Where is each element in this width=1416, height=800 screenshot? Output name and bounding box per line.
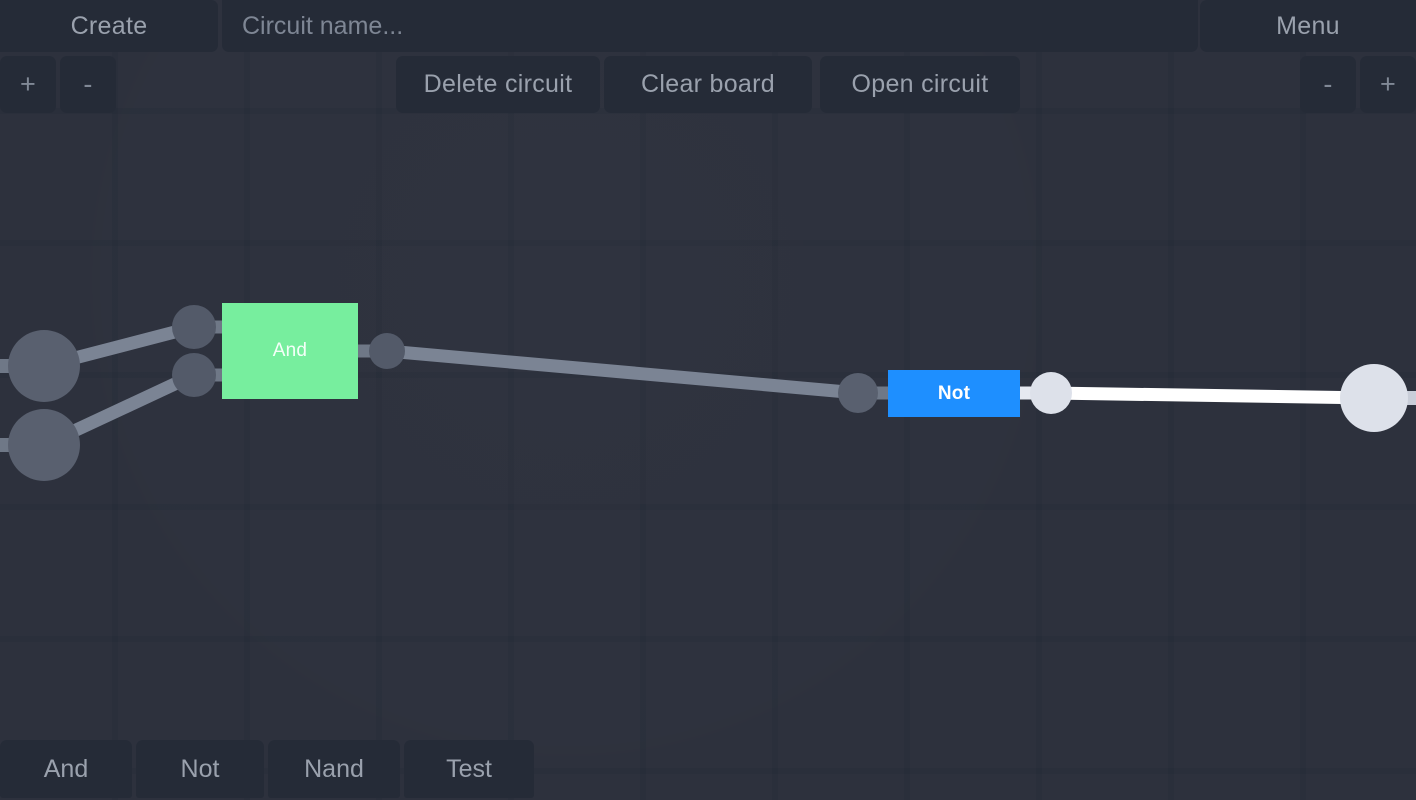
not-input-node[interactable]: [838, 373, 878, 413]
palette-item-test[interactable]: Test: [404, 740, 534, 798]
gate-and[interactable]: And: [222, 303, 358, 399]
scale-down-button[interactable]: -: [1300, 56, 1356, 113]
gate-not-label: Not: [937, 382, 971, 404]
gate-and-label: And: [272, 340, 308, 361]
zoom-out-button[interactable]: -: [60, 56, 116, 113]
input-node-bottom[interactable]: [8, 409, 80, 481]
not-output-node[interactable]: [1030, 372, 1072, 414]
and-input-pin-top[interactable]: [172, 305, 216, 349]
delete-circuit-button[interactable]: Delete circuit: [396, 56, 600, 113]
gate-not[interactable]: Not: [888, 370, 1020, 417]
circuit-name-input[interactable]: [222, 0, 1198, 52]
and-input-pin-bottom[interactable]: [172, 353, 216, 397]
menu-button[interactable]: Menu: [1200, 0, 1416, 52]
palette-item-and[interactable]: And: [0, 740, 132, 798]
circuit-output-node[interactable]: [1340, 364, 1408, 432]
zoom-in-button[interactable]: +: [0, 56, 56, 113]
open-circuit-button[interactable]: Open circuit: [820, 56, 1020, 113]
and-output-pin[interactable]: [369, 333, 405, 369]
palette-item-nand[interactable]: Nand: [268, 740, 400, 798]
palette-item-not[interactable]: Not: [136, 740, 264, 798]
input-node-top[interactable]: [8, 330, 80, 402]
create-button[interactable]: Create: [0, 0, 218, 52]
scale-up-button[interactable]: +: [1360, 56, 1416, 113]
clear-board-button[interactable]: Clear board: [604, 56, 812, 113]
